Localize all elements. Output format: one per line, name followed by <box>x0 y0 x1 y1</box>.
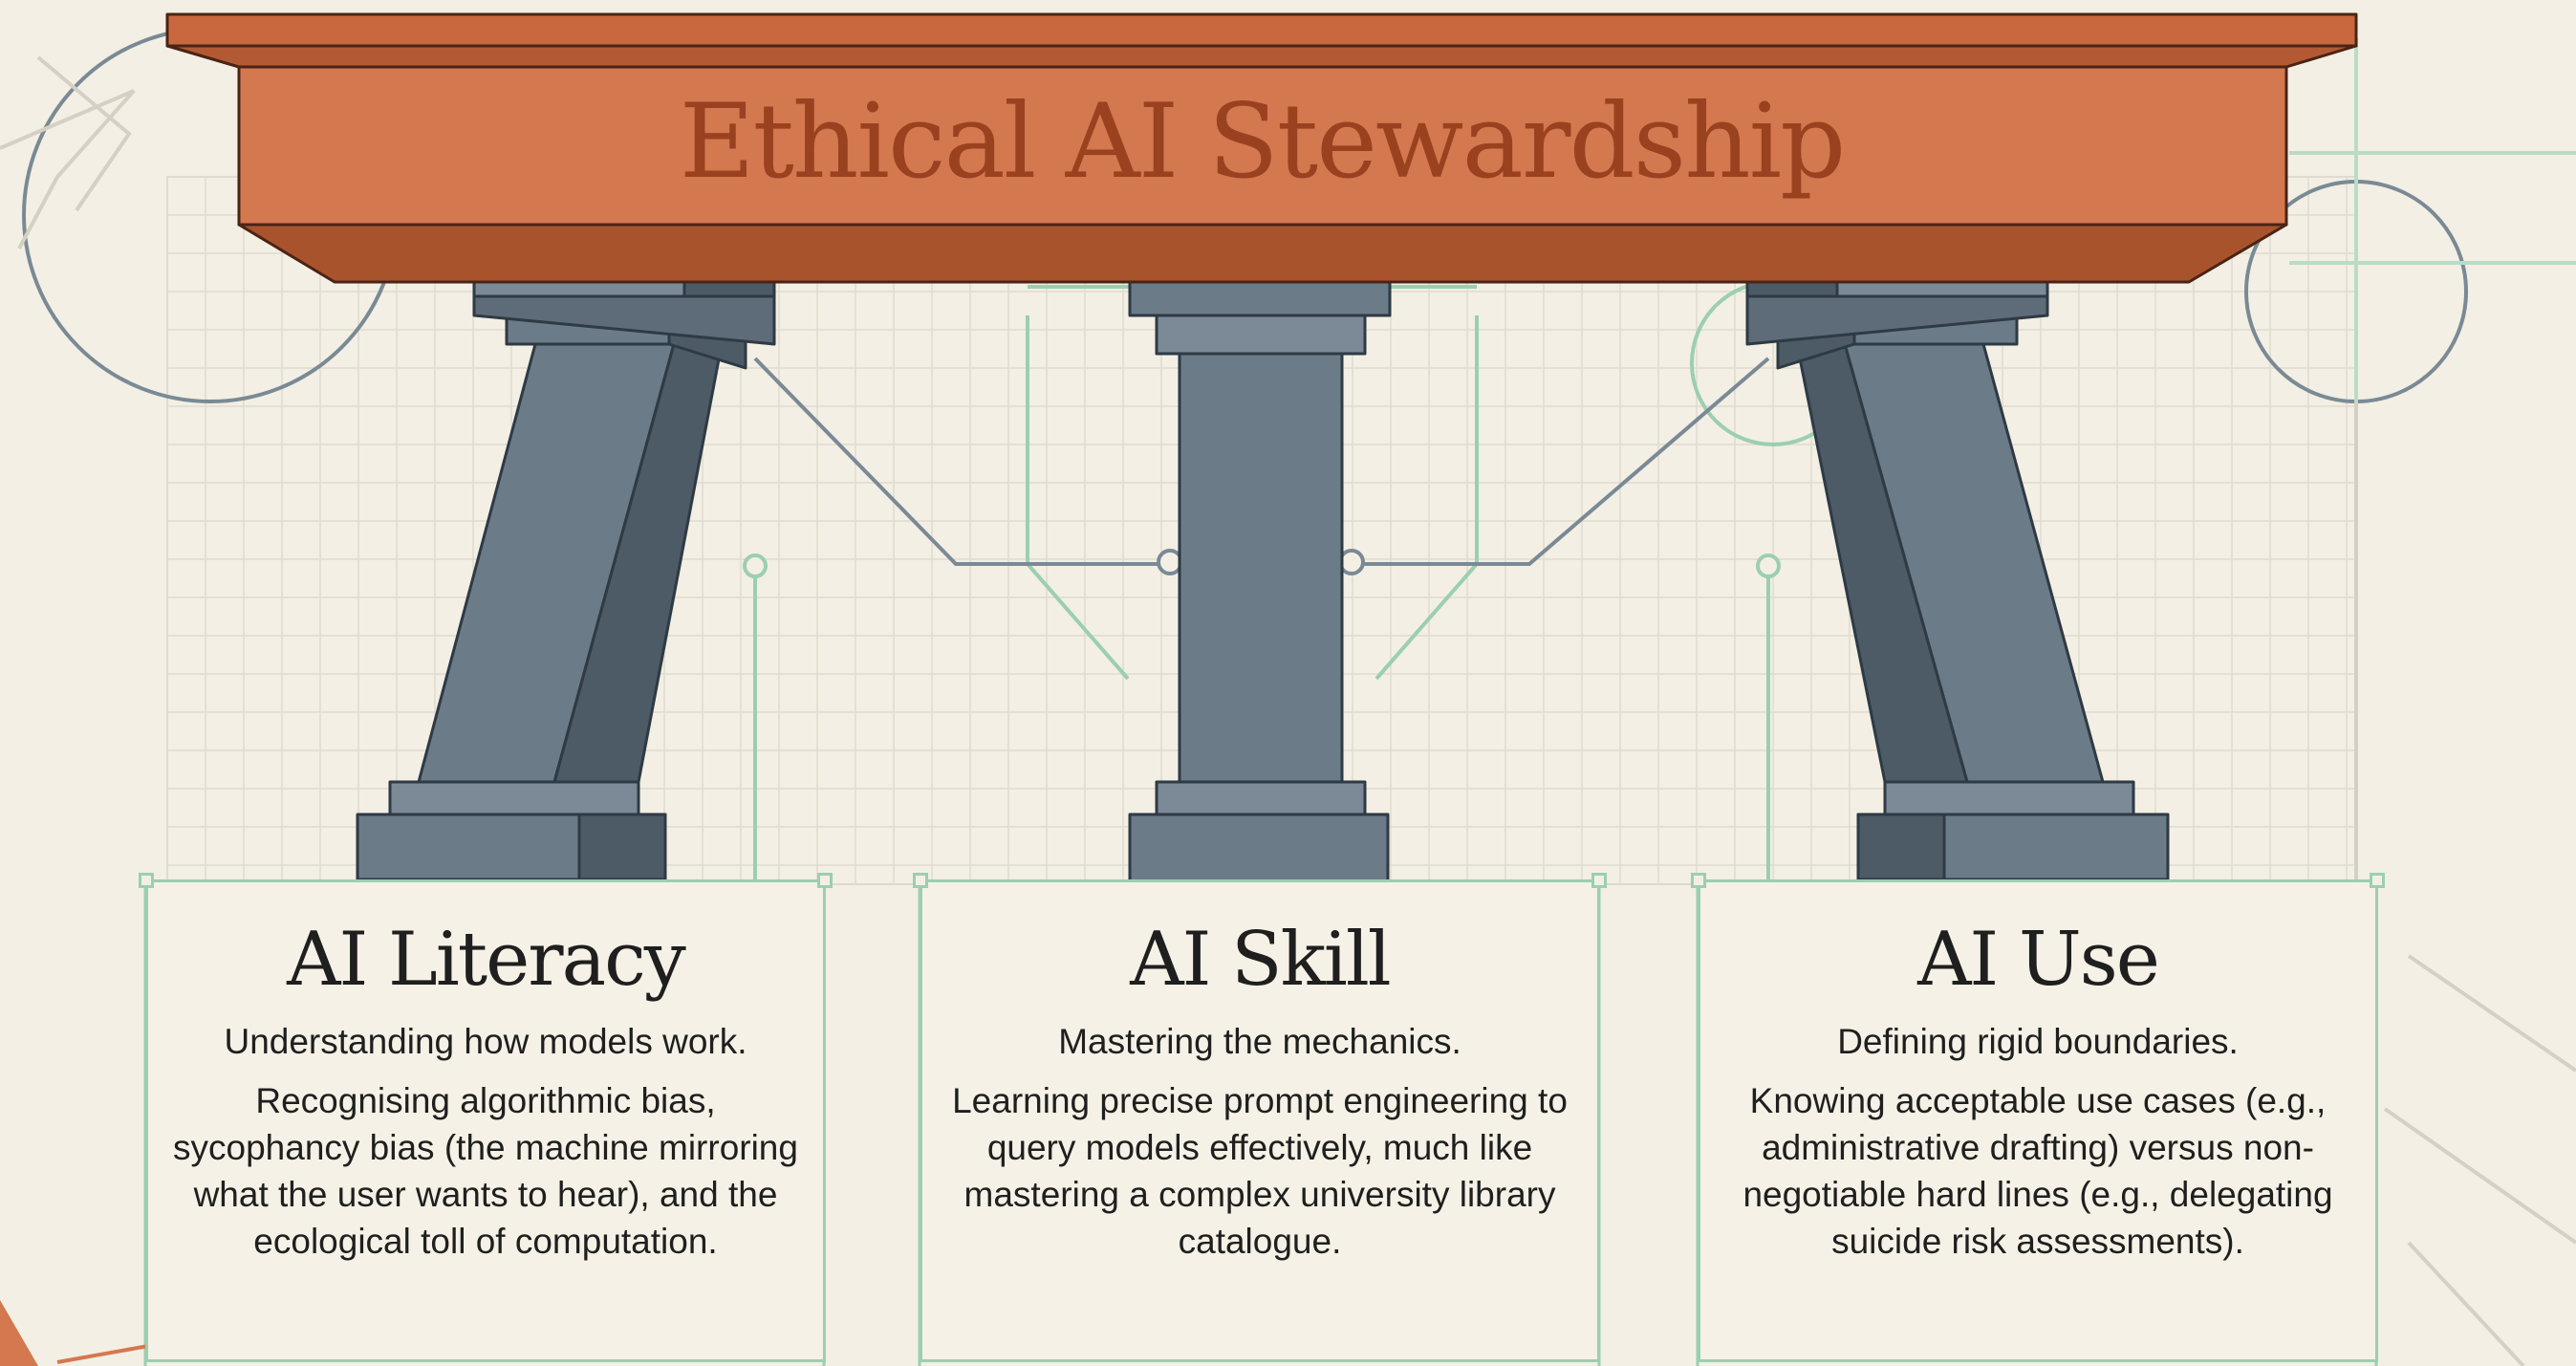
pillar-description: Recognising algorithmic bias, sycophancy… <box>173 1081 798 1261</box>
beam <box>165 12 2358 284</box>
pillar-left-column <box>356 256 776 881</box>
pillar-heading: AI Use <box>1917 917 2160 1003</box>
decor-lines-left <box>0 55 136 249</box>
pillar-right-column <box>1745 256 2170 881</box>
card-corner-handle <box>1591 873 1607 888</box>
diagram-title: Ethical AI Stewardship <box>679 81 1847 202</box>
pillar-description: Knowing acceptable use cases (e.g., admi… <box>1743 1081 2333 1261</box>
pillar-card-ai-use: AI Use Defining rigid boundaries. Knowin… <box>1691 873 2385 1362</box>
pillar-subtitle: Understanding how models work. <box>224 1022 747 1061</box>
card-corner-handle <box>817 873 833 888</box>
card-corner-handle <box>1691 873 1706 888</box>
pillar-heading: AI Skill <box>1130 917 1391 1003</box>
card-corner-handle <box>2370 873 2385 888</box>
card-corner-handle <box>139 873 154 888</box>
pillar-heading: AI Literacy <box>287 917 686 1003</box>
pillar-subtitle: Mastering the mechanics. <box>1058 1022 1461 1061</box>
card-corner-handle <box>913 873 928 888</box>
pillar-subtitle: Defining rigid boundaries. <box>1837 1022 2239 1061</box>
pillar-middle-column <box>1128 256 1392 883</box>
pillar-card-ai-skill: AI Skill Mastering the mechanics. Learni… <box>913 873 1607 1362</box>
decor-lines-green-right <box>2289 38 2576 401</box>
decor-orange-corner <box>0 1300 38 1366</box>
pillar-card-ai-literacy: AI Literacy Understanding how models wor… <box>139 873 833 1362</box>
pillar-description: Learning precise prompt engineering to q… <box>952 1081 1568 1261</box>
